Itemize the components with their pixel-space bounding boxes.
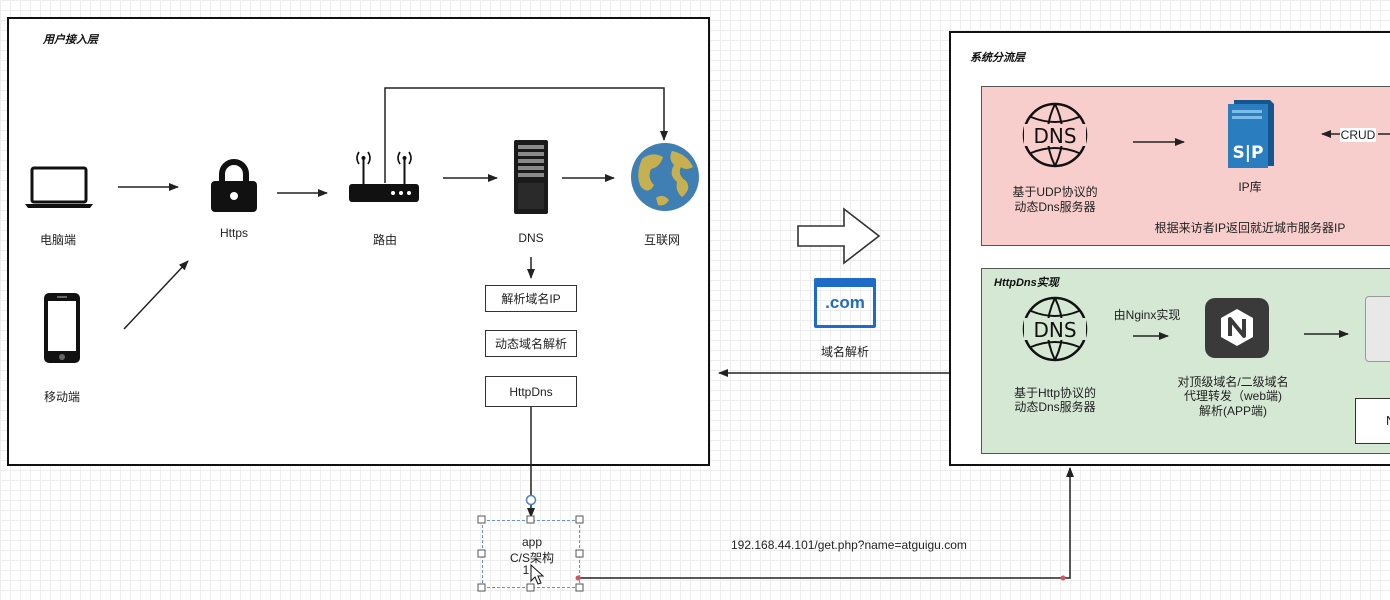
- user-layer-title: 用户接入层: [43, 34, 98, 46]
- dns-label: DNS: [518, 231, 544, 245]
- app-node-line3: 1: [522, 563, 530, 577]
- selection-handles: [477, 494, 584, 592]
- arrow-app-to-system: [578, 467, 1074, 579]
- https-label: Https: [219, 226, 248, 240]
- svg-text:DNS: DNS: [1033, 124, 1076, 148]
- router-icon[interactable]: [346, 146, 422, 206]
- http-dns-globe-icon[interactable]: DNS: [1022, 296, 1088, 362]
- server-placeholder-box[interactable]: [1365, 296, 1390, 362]
- resolve-domain-ip-box[interactable]: 解析域名IP: [485, 285, 577, 312]
- dynamic-domain-resolve-box[interactable]: 动态域名解析: [485, 330, 577, 357]
- udp-dns-label-line1: 基于UDP协议的: [1012, 185, 1098, 199]
- laptop-icon[interactable]: [24, 166, 94, 210]
- request-url-label: 192.168.44.101/get.php?name=atguigu.com: [731, 538, 967, 552]
- user-access-layer[interactable]: [7, 17, 710, 466]
- big-right-arrow-icon: [797, 207, 881, 265]
- globe-icon[interactable]: [630, 142, 700, 212]
- arrow-router-to-internet-top: [384, 87, 668, 183]
- dns-globe-icon[interactable]: DNS: [1022, 102, 1088, 168]
- proxy-line3: 解析(APP端): [1198, 404, 1267, 418]
- ip-server-icon[interactable]: S|P: [1226, 98, 1276, 170]
- internet-label: 互联网: [643, 233, 680, 247]
- pc-label: 电脑端: [39, 233, 76, 247]
- dotcom-text: .com: [825, 293, 865, 312]
- nginx-impl-label: 由Nginx实现: [1113, 308, 1181, 322]
- app-node-line1: app: [521, 535, 543, 549]
- proxy-line2: 代理转发（web端): [1183, 389, 1282, 403]
- proxy-line1: 对顶级域名/二级域名: [1177, 375, 1289, 389]
- server-icon[interactable]: [513, 139, 549, 215]
- domain-resolve-label: 域名解析: [820, 345, 869, 359]
- svg-text:S|P: S|P: [1233, 143, 1264, 163]
- router-label: 路由: [372, 233, 397, 247]
- system-layer-title: 系统分流层: [970, 52, 1025, 64]
- httpdns-title: HttpDns实现: [994, 277, 1059, 289]
- ip-lib-label: IP库: [1238, 180, 1262, 194]
- partial-n-text: N: [1386, 413, 1390, 428]
- nginx-icon[interactable]: [1204, 297, 1270, 359]
- smartphone-icon[interactable]: [43, 292, 81, 364]
- crud-label: CRUD: [1340, 128, 1376, 142]
- http-dns-label-line2: 动态Dns服务器: [1014, 400, 1096, 414]
- partial-n-box[interactable]: N: [1355, 398, 1390, 444]
- arrow-mobile-to-https: [123, 260, 189, 330]
- svg-text:DNS: DNS: [1033, 318, 1076, 342]
- udp-dns-note: 根据来访者IP返回就近城市服务器IP: [1154, 221, 1346, 235]
- dotcom-domain-icon[interactable]: .com: [814, 278, 876, 328]
- httpdns-box[interactable]: HttpDns: [485, 376, 577, 407]
- mouse-cursor: [530, 563, 545, 585]
- app-node-line2: C/S架构: [509, 551, 554, 565]
- mobile-label: 移动端: [43, 390, 80, 404]
- udp-dns-label-line2: 动态Dns服务器: [1014, 200, 1096, 214]
- http-dns-label-line1: 基于Http协议的: [1013, 386, 1096, 400]
- lock-icon[interactable]: [209, 159, 259, 213]
